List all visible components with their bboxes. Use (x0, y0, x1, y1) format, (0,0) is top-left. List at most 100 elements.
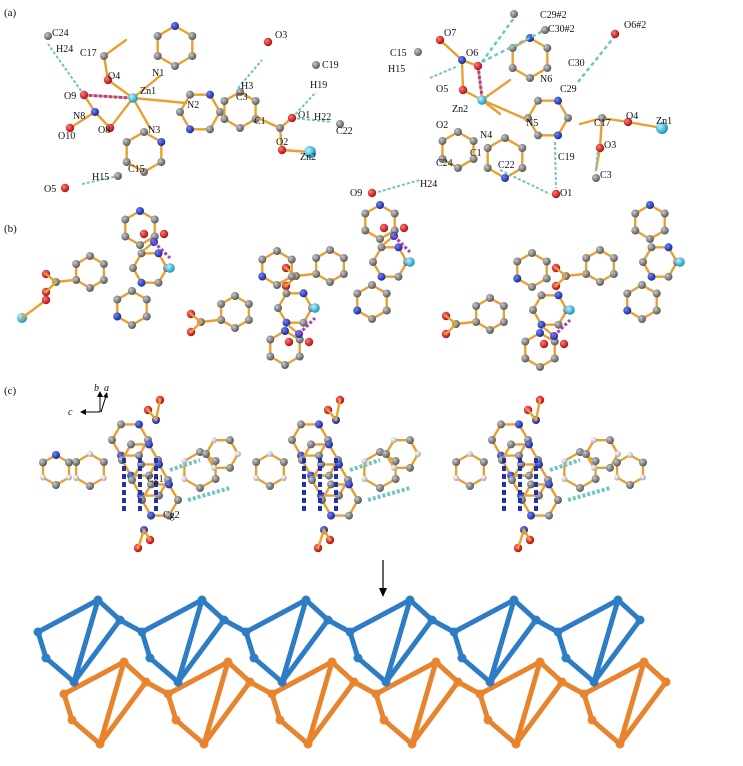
bond (154, 398, 162, 422)
atom-C (279, 458, 288, 466)
atom-C (631, 209, 640, 218)
atom-C (142, 295, 151, 304)
atom-C (287, 255, 296, 264)
atom-C (638, 315, 646, 323)
atom-C (542, 274, 551, 283)
atom-C (639, 258, 647, 266)
atom-Z (165, 263, 175, 273)
atom-C (188, 32, 197, 40)
atom-C (664, 272, 673, 281)
atom-label: C19 (322, 60, 339, 71)
net-node (589, 677, 599, 687)
centroid-cg2-label: Cg2 (163, 510, 180, 521)
atom-label: O9 (64, 91, 76, 102)
atom-H (181, 458, 188, 464)
atom-N (377, 272, 386, 281)
net-edge (279, 617, 331, 685)
net-edge (61, 659, 127, 697)
net-edge (477, 691, 491, 723)
atom-C (507, 440, 515, 449)
net-node (219, 615, 229, 625)
atom-C (368, 281, 376, 289)
atom-label: C15 (390, 48, 407, 59)
atom-N (157, 138, 166, 146)
atom-O (539, 339, 549, 349)
atom-C (652, 289, 661, 298)
atom-C (121, 215, 130, 224)
panel-b-label: (b) (4, 223, 17, 235)
net-node (119, 657, 129, 667)
atom-C (44, 32, 52, 40)
atom-H (73, 475, 80, 481)
atom-Z (304, 146, 316, 158)
atom-C (391, 457, 400, 465)
net-node (427, 615, 437, 625)
atom-Z (310, 303, 320, 313)
atom-C (483, 164, 492, 172)
axis-a-label: a (104, 383, 109, 394)
atom-label: Zn2 (300, 152, 316, 163)
net-node (141, 677, 151, 687)
atom-C (647, 243, 656, 252)
atom-C (606, 436, 614, 445)
net-node (223, 657, 233, 667)
net-edge (409, 659, 439, 747)
atom-C (554, 496, 562, 504)
contact (83, 93, 131, 100)
net-edge (513, 659, 543, 747)
atom-C (488, 436, 496, 444)
net-edge (513, 679, 565, 747)
net-node (613, 595, 623, 605)
net-edge (279, 597, 309, 685)
net-node (639, 657, 649, 667)
atom-C (613, 458, 622, 467)
net-node (475, 689, 485, 699)
net-node (95, 739, 105, 749)
atom-C (165, 511, 173, 520)
net-edge (451, 629, 465, 661)
atom-C (117, 420, 125, 429)
net-node (145, 653, 155, 663)
atom-N (135, 420, 143, 429)
net-node (535, 657, 545, 667)
atom-C (128, 321, 136, 329)
atom-Z (675, 257, 685, 267)
atom-C (326, 278, 334, 286)
atom-label: H24 (420, 179, 437, 190)
atom-Z (405, 257, 415, 267)
atom-C (394, 272, 403, 281)
atom-label: O6#2 (624, 20, 646, 31)
atom-C (114, 172, 122, 180)
bond (189, 312, 203, 324)
atom-label: N5 (526, 118, 538, 129)
net-edge (591, 597, 621, 685)
atom-label: O1 (560, 188, 572, 199)
topological-network (33, 595, 671, 749)
atom-C (336, 120, 344, 128)
atom-label: H3 (241, 81, 253, 92)
atom-N (376, 201, 384, 209)
contact (169, 458, 201, 472)
atom-O (139, 229, 149, 239)
atom-O (595, 143, 605, 153)
bond (20, 298, 48, 320)
atom-label: N2 (187, 100, 199, 111)
atom-C (273, 281, 281, 289)
contact (554, 141, 557, 189)
atom-C (526, 74, 534, 82)
atom-label: C24 (436, 158, 453, 169)
atom-label: N3 (148, 125, 160, 136)
net-node (635, 615, 645, 625)
atom-O (277, 145, 287, 155)
contact (291, 91, 317, 119)
atom-C (176, 108, 184, 116)
atom-C (510, 10, 518, 18)
net-node (41, 653, 51, 663)
atom-C (136, 241, 144, 249)
net-edge (251, 655, 285, 685)
atom-C (499, 302, 508, 310)
atom-C (541, 26, 549, 34)
net-node (301, 595, 311, 605)
panel-c-label: (c) (4, 385, 17, 397)
atom-N (646, 201, 654, 209)
